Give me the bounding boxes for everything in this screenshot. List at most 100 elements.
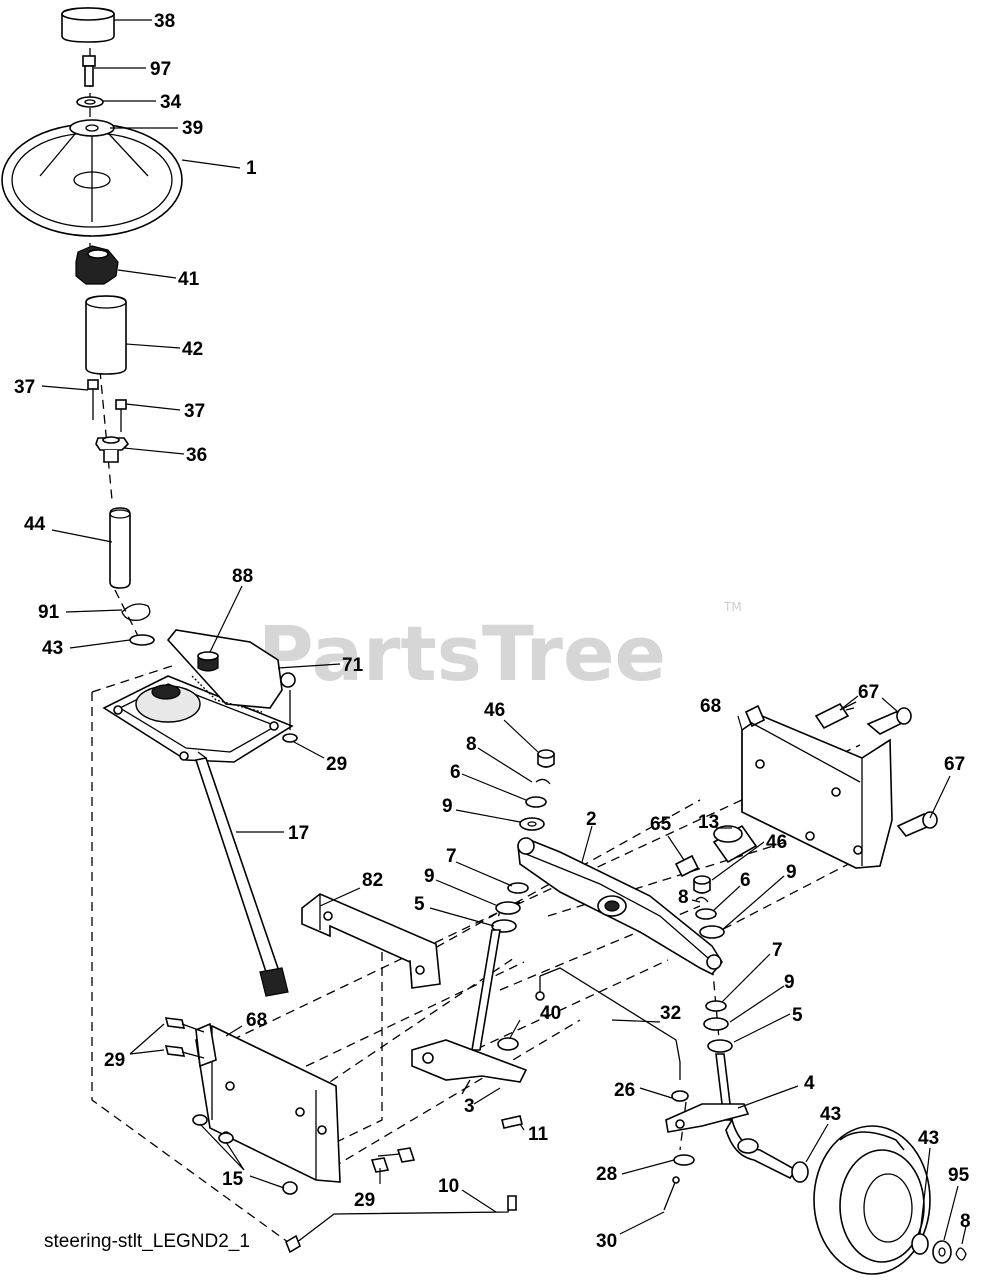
part-67-bolt-b[interactable] xyxy=(866,707,912,735)
callout-11[interactable]: 11 xyxy=(528,1124,549,1145)
part-29-nut-upper[interactable] xyxy=(282,733,298,743)
part-68-bracket-upper[interactable] xyxy=(741,704,893,869)
part-88-bushing[interactable] xyxy=(197,651,219,672)
front-wheel[interactable] xyxy=(813,1125,931,1275)
callout-17[interactable]: 17 xyxy=(288,823,309,844)
part-9-washer-right-lower[interactable] xyxy=(703,1017,729,1031)
part-6-washer-right[interactable] xyxy=(695,908,717,920)
callout-2[interactable]: 2 xyxy=(586,809,597,830)
part-4-right-spindle[interactable] xyxy=(665,1053,798,1180)
part-13-tube[interactable] xyxy=(712,824,758,864)
callout-65[interactable]: 65 xyxy=(650,814,672,835)
callout-43-upper[interactable]: 43 xyxy=(42,638,63,659)
callout-5-right[interactable]: 5 xyxy=(792,1005,803,1026)
part-8-cotter-left[interactable] xyxy=(535,778,551,785)
callout-37-left[interactable]: 37 xyxy=(14,377,35,398)
callout-7-right[interactable]: 7 xyxy=(772,940,783,961)
callout-82[interactable]: 82 xyxy=(362,870,383,891)
callout-67-upper[interactable]: 67 xyxy=(858,682,879,703)
callout-68-upper[interactable]: 68 xyxy=(700,696,721,717)
part-10-steering-rod[interactable] xyxy=(285,1195,517,1254)
part-28-washer[interactable] xyxy=(673,1154,695,1166)
callout-10[interactable]: 10 xyxy=(438,1176,459,1197)
callout-46-left[interactable]: 46 xyxy=(484,700,505,721)
part-40-nut[interactable] xyxy=(497,1037,519,1051)
callout-9-left-lower[interactable]: 9 xyxy=(424,866,435,887)
part-5-washer-right[interactable] xyxy=(707,1039,733,1053)
part-37-screw-right[interactable] xyxy=(115,399,127,432)
callout-9-right-lower[interactable]: 9 xyxy=(784,972,795,993)
callout-9-left[interactable]: 9 xyxy=(442,796,453,817)
callout-9-right[interactable]: 9 xyxy=(786,862,797,883)
callout-41[interactable]: 41 xyxy=(178,269,200,290)
callout-29-lower[interactable]: 29 xyxy=(354,1190,375,1211)
callout-5-left[interactable]: 5 xyxy=(414,894,425,915)
callout-15[interactable]: 15 xyxy=(222,1169,244,1190)
part-30-bolt[interactable] xyxy=(663,1176,680,1211)
part-97-bolt[interactable] xyxy=(82,55,96,87)
part-42-sleeve[interactable] xyxy=(85,295,127,375)
callout-43-spindle[interactable]: 43 xyxy=(820,1104,841,1125)
callout-39[interactable]: 39 xyxy=(182,118,203,139)
callout-3[interactable]: 3 xyxy=(464,1096,475,1117)
callout-43-wheel[interactable]: 43 xyxy=(918,1128,939,1149)
callout-6-right[interactable]: 6 xyxy=(740,870,751,891)
part-38-cap[interactable] xyxy=(61,7,115,43)
part-15-nuts[interactable] xyxy=(192,1114,298,1195)
part-7-bushing-left[interactable] xyxy=(507,882,529,894)
part-2-front-axle[interactable] xyxy=(517,837,723,975)
callout-40[interactable]: 40 xyxy=(540,1003,561,1024)
part-82-bracket[interactable] xyxy=(301,893,441,989)
callout-4[interactable]: 4 xyxy=(804,1073,815,1094)
callout-97[interactable]: 97 xyxy=(150,59,171,80)
callout-67-right[interactable]: 67 xyxy=(944,754,965,775)
part-71-sector-gear[interactable] xyxy=(166,629,296,713)
callout-44[interactable]: 44 xyxy=(24,514,46,535)
part-26-nut[interactable] xyxy=(671,1090,689,1102)
part-46-cap-left[interactable] xyxy=(537,749,555,768)
callout-32[interactable]: 32 xyxy=(660,1003,681,1024)
callout-30[interactable]: 30 xyxy=(596,1231,617,1252)
callout-29-left[interactable]: 29 xyxy=(104,1050,125,1071)
callout-95[interactable]: 95 xyxy=(948,1165,970,1186)
callout-29-upper[interactable]: 29 xyxy=(326,754,347,775)
callout-68-lower[interactable]: 68 xyxy=(246,1010,267,1031)
part-68-bracket-lower[interactable] xyxy=(195,1022,341,1183)
part-43-washer-spindle[interactable] xyxy=(791,1161,809,1183)
callout-42[interactable]: 42 xyxy=(182,339,203,360)
part-7-bushing-right[interactable] xyxy=(705,1000,727,1012)
part-6-washer-left[interactable] xyxy=(525,796,547,808)
left-spindle[interactable] xyxy=(411,929,528,1095)
part-67-bolt-c[interactable] xyxy=(896,811,938,837)
callout-8-left[interactable]: 8 xyxy=(466,734,477,755)
part-29-bolts-left[interactable] xyxy=(164,1017,205,1059)
part-9-washer-right[interactable] xyxy=(699,925,725,939)
part-95-washer[interactable] xyxy=(932,1240,952,1264)
callout-88[interactable]: 88 xyxy=(232,566,253,587)
callout-91[interactable]: 91 xyxy=(38,602,60,623)
part-8-cotter-right[interactable] xyxy=(695,896,709,903)
part-1-steering-wheel[interactable] xyxy=(1,119,183,237)
callout-34[interactable]: 34 xyxy=(160,92,182,113)
part-46-cap-right[interactable] xyxy=(693,875,711,894)
part-37-screw-left[interactable] xyxy=(87,379,99,420)
callout-7-left[interactable]: 7 xyxy=(446,846,457,867)
part-36-bushing[interactable] xyxy=(95,436,130,463)
part-9-washer-left[interactable] xyxy=(519,817,545,831)
callout-8-right[interactable]: 8 xyxy=(678,887,689,908)
callout-1[interactable]: 1 xyxy=(246,158,257,179)
steering-base-plate[interactable] xyxy=(102,675,294,763)
part-11-clip[interactable] xyxy=(501,1115,523,1129)
part-43-washer-wheel[interactable] xyxy=(911,1233,929,1255)
part-32-tie-rod[interactable] xyxy=(535,967,681,1080)
callout-37-right[interactable]: 37 xyxy=(184,401,205,422)
part-17-drag-link[interactable] xyxy=(194,751,289,997)
part-91-clip[interactable] xyxy=(121,603,151,621)
part-67-bolt-a[interactable] xyxy=(814,701,857,730)
part-65-spacer[interactable] xyxy=(674,854,700,878)
part-44-shaft[interactable] xyxy=(109,507,131,589)
callout-26[interactable]: 26 xyxy=(614,1080,635,1101)
part-8-cotter-wheel[interactable] xyxy=(955,1247,967,1261)
callout-28[interactable]: 28 xyxy=(596,1164,617,1185)
part-29-bolts-lower[interactable] xyxy=(370,1147,416,1173)
